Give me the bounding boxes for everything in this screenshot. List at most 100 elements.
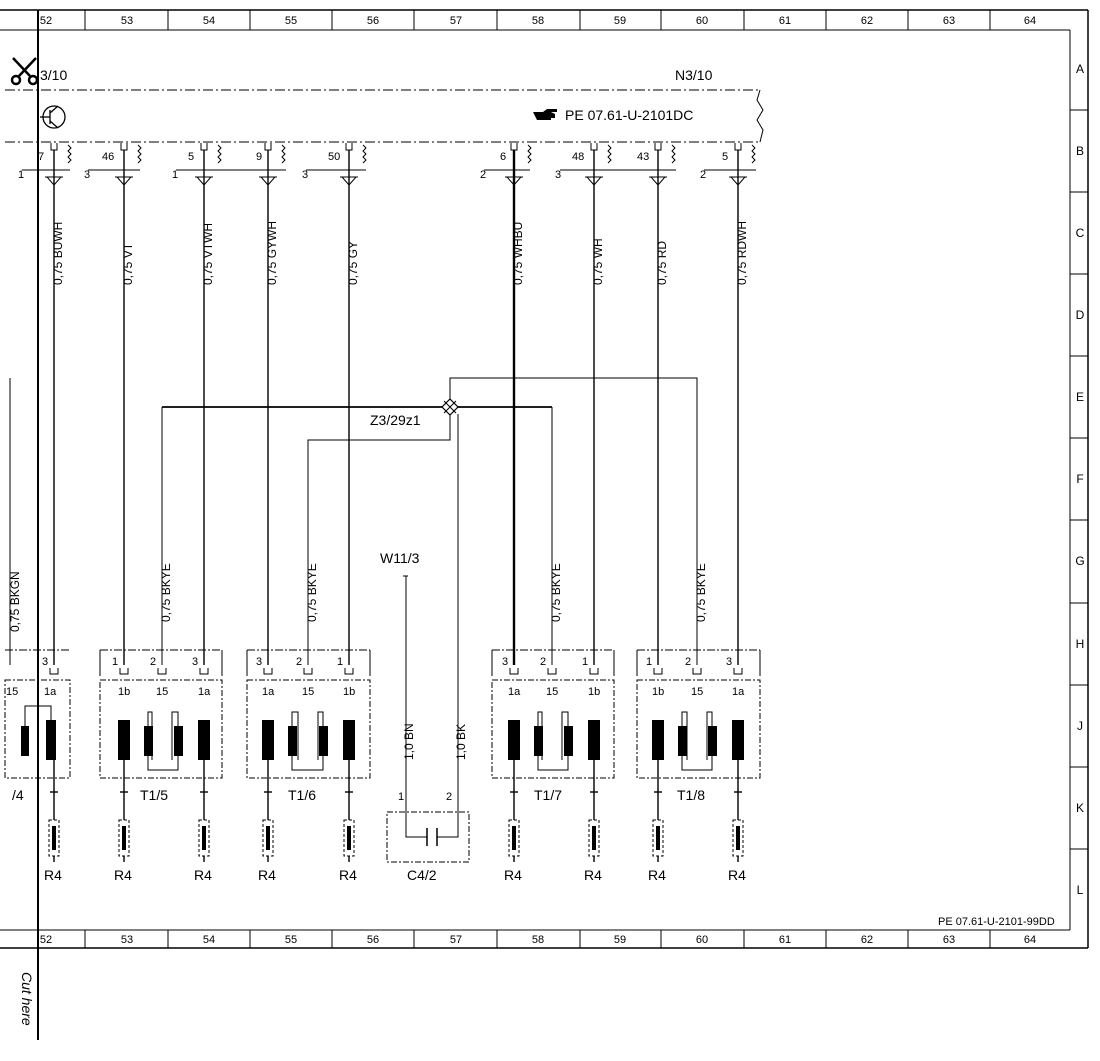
coil-bottom-pin: 1a xyxy=(508,686,521,698)
coil-top-pin: 3 xyxy=(42,656,48,668)
column-number: 53 xyxy=(121,934,133,946)
column-numbers-top: 52 53 54 55 56 57 58 59 60 61 62 63 64 xyxy=(40,15,1036,27)
column-number: 61 xyxy=(779,15,791,27)
row-dividers xyxy=(1070,109,1088,850)
wire-label: 0,75 GYWH xyxy=(265,221,279,285)
coil-bottom-pin: 1b xyxy=(652,686,664,698)
ecu-pin-number: 43 xyxy=(637,151,649,163)
column-numbers-bottom: 52 53 54 55 56 57 58 59 60 61 62 63 64 xyxy=(40,934,1036,946)
wire-label: 0,75 WH xyxy=(591,238,605,285)
cut-here-text: Cut here xyxy=(19,972,35,1026)
column-number: 60 xyxy=(696,934,708,946)
wire-label: 0,75 VT xyxy=(121,242,135,285)
row-letter: G xyxy=(1075,554,1084,568)
column-number: 56 xyxy=(367,15,379,27)
shield-network xyxy=(9,377,698,800)
ecu-pin: 51 0,75 VTWH xyxy=(172,143,222,665)
spark-plug-connector: R4 xyxy=(728,791,746,883)
plug-label: R4 xyxy=(584,867,602,883)
wire-label: 0,75 VTWH xyxy=(201,223,215,285)
coil-bottom-pin: 15 xyxy=(6,686,18,698)
column-number: 63 xyxy=(943,934,955,946)
plug-label: R4 xyxy=(258,867,276,883)
coil-bottom-pin: 1a xyxy=(198,686,211,698)
wire-label: 0,75 BUWH xyxy=(51,222,65,285)
shield-wire-labels: 0,75 BKGN 0,75 BKYE 0,75 BKYE 0,75 BKYE … xyxy=(8,563,708,632)
coil-top-pin: 3 xyxy=(192,656,198,668)
ecu-pin: 620,75 WHBU xyxy=(480,143,532,665)
spark-plug-connector: R4 xyxy=(44,791,62,883)
ecu-pin-number: 5 xyxy=(188,151,194,163)
spark-plug-connector: R4 xyxy=(114,791,132,883)
coil-bottom-pin: 15 xyxy=(691,686,703,698)
ecu-pin-number: 46 xyxy=(102,151,114,163)
shield-wire-label: 0,75 BKGN xyxy=(8,571,22,632)
plug-label: R4 xyxy=(648,867,666,883)
coil-top-pin: 1 xyxy=(337,656,343,668)
row-letter: A xyxy=(1076,62,1084,76)
column-number: 62 xyxy=(861,934,873,946)
ecu-pin: 430,75 RD xyxy=(637,143,676,665)
shield-wire-label: 0,75 BKYE xyxy=(549,563,563,622)
row-letter: F xyxy=(1076,472,1083,486)
plug-label: R4 xyxy=(114,867,132,883)
column-number: 57 xyxy=(450,934,462,946)
coil-bottom-pin: 15 xyxy=(302,686,314,698)
spark-plug-connector: R4 xyxy=(648,791,666,883)
ecu-right-label: N3/10 xyxy=(675,67,713,83)
wire-label: 0,75 GY xyxy=(346,241,360,285)
shield-wire-label: 0,75 BKYE xyxy=(305,563,319,622)
spark-plug-connector: R4 xyxy=(258,791,276,883)
column-number: 59 xyxy=(614,15,626,27)
coil-bottom-pin: 1b xyxy=(118,686,130,698)
splice-label: Z3/29z1 xyxy=(370,412,421,428)
spark-plug-connector: R4 xyxy=(504,791,522,883)
ecu-pin: 48 3 0,75 WH xyxy=(555,143,612,665)
row-letter: H xyxy=(1076,637,1085,651)
row-letter: J xyxy=(1077,719,1083,733)
ground-number: 2 xyxy=(700,169,706,181)
row-letter: K xyxy=(1076,801,1084,815)
ground-number: 3 xyxy=(302,169,308,181)
coil-bottom-pin: 1b xyxy=(343,686,355,698)
coil-label: T1/7 xyxy=(534,787,562,803)
column-number: 58 xyxy=(532,934,544,946)
cap-wire-label: 1,0 BN xyxy=(402,723,416,760)
column-number: 55 xyxy=(285,15,297,27)
plug-label: R4 xyxy=(194,867,212,883)
column-number: 55 xyxy=(285,934,297,946)
ground-number: 1 xyxy=(172,169,178,181)
transistor-icon xyxy=(40,105,66,129)
coil-label: T1/5 xyxy=(140,787,168,803)
ecu-box: 3/10 N3/10 PE 07.61-U-2101DC xyxy=(5,67,764,143)
w-label: W11/3 xyxy=(380,550,420,566)
frame xyxy=(0,9,1089,1040)
ground-number: 3 xyxy=(555,169,561,181)
scissors-icon xyxy=(10,57,39,86)
ecu-pin-number: 7 xyxy=(38,151,44,163)
coil-bottom-pin: 15 xyxy=(546,686,558,698)
coil-bottom-pin: 1a xyxy=(44,686,57,698)
column-number: 60 xyxy=(696,15,708,27)
coil-bottom-pin: 1b xyxy=(588,686,600,698)
column-number: 57 xyxy=(450,15,462,27)
column-number: 64 xyxy=(1024,15,1036,27)
coil-top-pin: 2 xyxy=(540,656,546,668)
ecu-pin-number: 9 xyxy=(256,151,262,163)
shield-wire-label: 0,75 BKYE xyxy=(694,563,708,622)
cap-wire-label: 1,0 BK xyxy=(454,724,468,760)
ecu-pin-number: 48 xyxy=(572,151,584,163)
coil-top-pin: 1 xyxy=(646,656,652,668)
ecu-pin: 710,75 BUWH xyxy=(18,143,72,665)
column-number: 54 xyxy=(203,15,215,27)
row-letter: B xyxy=(1076,144,1084,158)
capacitor-block: W11/3 1,0 BN 1,0 BK 1 2 C4/2 xyxy=(380,550,470,883)
